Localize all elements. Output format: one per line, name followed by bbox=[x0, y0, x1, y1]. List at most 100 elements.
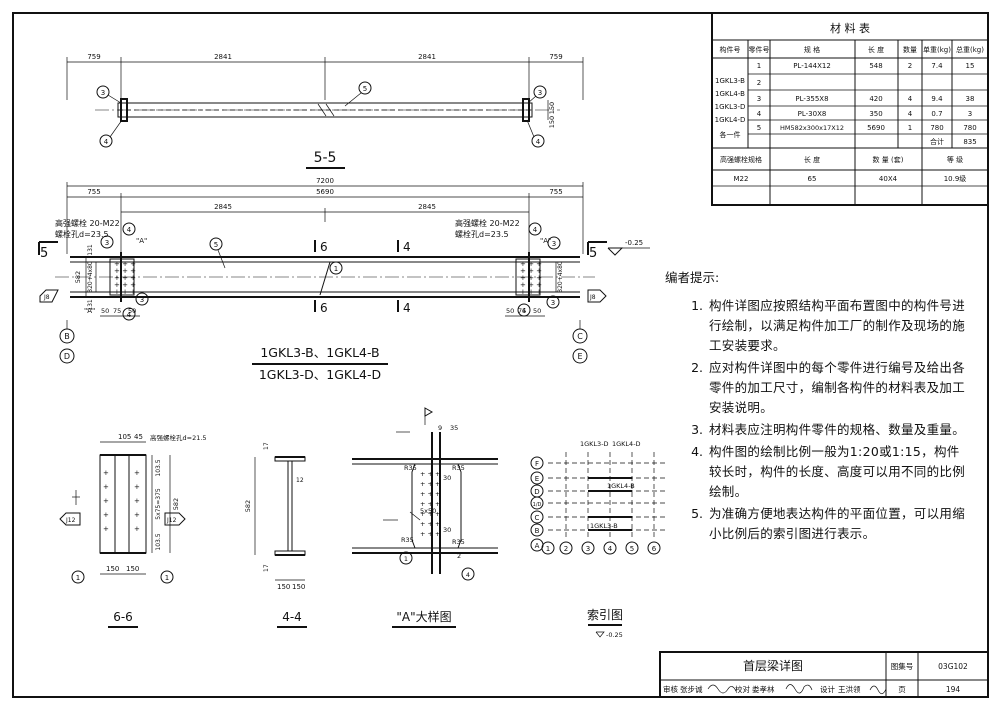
atlas-no: 03G102 bbox=[938, 662, 968, 671]
member-id: 1GKL4-B bbox=[715, 90, 745, 98]
bolt-header: 长 度 bbox=[804, 155, 820, 164]
svg-text:+ + +: + + + bbox=[420, 510, 440, 518]
note-number: 3. bbox=[691, 422, 703, 437]
part-total-weight: 15 bbox=[966, 62, 975, 70]
note-text: 为准确方便地表达构件的平面位置，可以用缩小比例后的索引图进行表示。 bbox=[709, 506, 966, 541]
part-spec: PL-144X12 bbox=[793, 62, 831, 70]
svg-text:4: 4 bbox=[522, 307, 527, 315]
col-header: 构件号 bbox=[720, 45, 741, 54]
svg-text:+ + +: + + + bbox=[420, 500, 440, 508]
col-header: 总重(kg) bbox=[956, 45, 984, 54]
member-id: 1GKL3-D bbox=[715, 103, 746, 111]
axis-bubble: C bbox=[577, 332, 583, 341]
svg-text:+: + bbox=[103, 511, 109, 519]
checker-name: 娄孝林 bbox=[752, 684, 775, 694]
part-no: 5 bbox=[757, 124, 761, 132]
note-item: 4. 构件图的绘制比例一般为1:20或1:15，构件较长时，构件的长度、高度可以… bbox=[665, 442, 965, 502]
section-4-4: 582 17 12 17 150 150 4-4 bbox=[244, 442, 307, 628]
part-length: 350 bbox=[869, 110, 882, 118]
part-no: 2 bbox=[757, 79, 761, 87]
svg-text:4: 4 bbox=[466, 571, 470, 579]
signature bbox=[869, 685, 887, 695]
title-block: 首层梁详图 图集号 03G102 页 194 审核 张步诚 校对 娄孝林 设计 … bbox=[659, 651, 989, 698]
bolt-header: 等 级 bbox=[947, 155, 963, 164]
svg-text:+ + +: + + + bbox=[520, 281, 542, 289]
member-id: 1GKL4-D bbox=[715, 116, 746, 124]
bolt-group-right: + + ++ + + + + ++ + + + + + bbox=[520, 260, 542, 296]
svg-text:+ + +: + + + bbox=[420, 530, 440, 538]
dim-label: 50 bbox=[101, 307, 109, 315]
part-unit-weight: 0.7 bbox=[931, 110, 942, 118]
axis-bubble: B bbox=[535, 527, 540, 535]
radius-label: R35 bbox=[401, 536, 414, 544]
review-label: 审核 bbox=[663, 684, 678, 694]
index-label: 1GKL3-D bbox=[580, 440, 609, 448]
dim-end: 755 bbox=[87, 188, 100, 196]
dim-label: 2841 bbox=[418, 53, 436, 61]
dim-label: 50 bbox=[128, 307, 136, 315]
material-table: 材 料 表 构件号 零件号 规 格 长 度 数量 单重(kg) 总重(kg) 1… bbox=[711, 12, 989, 206]
part-unit-weight: 7.4 bbox=[931, 62, 943, 70]
part-no: 1 bbox=[757, 62, 761, 70]
col-header: 数量 bbox=[903, 45, 917, 54]
svg-text:+ + +: + + + bbox=[420, 520, 440, 528]
svg-text:3: 3 bbox=[105, 239, 109, 247]
part-qty: 1 bbox=[908, 124, 912, 132]
bolt-group-left: + + ++ + + + + ++ + + + + + bbox=[114, 260, 136, 296]
editor-notes: 编者提示: 1. 构件详图应按照结构平面布置图中的构件号进行绘制，以满足构件加工… bbox=[665, 268, 965, 546]
member-title: 1GKL3-D、1GKL4-D bbox=[259, 367, 381, 382]
part-unit-weight: 780 bbox=[930, 124, 943, 132]
section-title: 4-4 bbox=[282, 610, 302, 624]
svg-text:3: 3 bbox=[551, 299, 555, 307]
svg-text:3: 3 bbox=[538, 89, 542, 97]
radius-label: R35 bbox=[452, 464, 465, 472]
note-text: 应对构件详图中的每个零件进行编号及给出各零件的加工尺寸，编制各构件的材料表及加工… bbox=[709, 360, 966, 415]
design-label: 设计 bbox=[820, 684, 835, 694]
svg-text:1: 1 bbox=[76, 574, 80, 582]
svg-text:3: 3 bbox=[552, 240, 556, 248]
dim-label: 150 bbox=[106, 565, 119, 573]
svg-text:+ + +: + + + bbox=[520, 274, 542, 282]
note-item: 3. 材料表应注明构件零件的规格、数量及重量。 bbox=[665, 420, 965, 440]
dim-half: 2845 bbox=[418, 203, 436, 211]
member-title: 1GKL3-B、1GKL4-B bbox=[260, 345, 379, 360]
axis-bubble: 4 bbox=[608, 545, 613, 553]
joint-mark: J8 bbox=[43, 294, 50, 301]
part-no: 3 bbox=[757, 95, 761, 103]
part-qty: 4 bbox=[908, 110, 913, 118]
part-spec: PL-355X8 bbox=[795, 95, 828, 103]
dim-label: 320+4x80 bbox=[87, 261, 94, 293]
designer-name: 王洪领 bbox=[838, 684, 861, 694]
bolt-hole-note: 高强螺栓孔d=21.5 bbox=[150, 433, 207, 442]
svg-text:5: 5 bbox=[363, 85, 367, 93]
part-length: 420 bbox=[869, 95, 882, 103]
svg-text:4: 4 bbox=[127, 226, 132, 234]
dim-label: 150 bbox=[548, 102, 556, 114]
axis-bubble: 1/D bbox=[533, 502, 542, 508]
cut-mark: 4 bbox=[403, 240, 411, 254]
axis-bubble: A bbox=[535, 542, 540, 550]
dim-label: 9 bbox=[438, 424, 442, 432]
sum-label: 合计 bbox=[930, 137, 944, 146]
section-title: 5-5 bbox=[314, 150, 337, 166]
svg-text:5: 5 bbox=[214, 241, 218, 249]
section-title: 6-6 bbox=[113, 610, 133, 624]
dim-label: 5x50 bbox=[420, 507, 436, 515]
dim-label: 17 bbox=[263, 564, 270, 572]
svg-text:+: + bbox=[103, 497, 109, 505]
axis-bubble: 2 bbox=[564, 545, 568, 553]
svg-text:+ + +: + + + bbox=[520, 260, 542, 268]
page-no: 194 bbox=[946, 685, 961, 694]
axis-bubble: 3 bbox=[586, 545, 590, 553]
bolt-header: 数 量 (套) bbox=[873, 155, 904, 164]
bolt-note: 螺栓孔d=23.5 bbox=[55, 229, 109, 239]
bolt-cell: 40X4 bbox=[879, 175, 898, 183]
dim-label: 35 bbox=[450, 424, 458, 432]
part-total-weight: 38 bbox=[966, 95, 975, 103]
axis-bubble: C bbox=[535, 514, 540, 522]
svg-text:+: + bbox=[103, 483, 109, 491]
dim-label: 45 bbox=[134, 433, 143, 441]
sheet-frame bbox=[12, 12, 989, 698]
atlas-label: 图集号 bbox=[891, 661, 914, 671]
part-spec: PL-30X8 bbox=[798, 110, 827, 118]
